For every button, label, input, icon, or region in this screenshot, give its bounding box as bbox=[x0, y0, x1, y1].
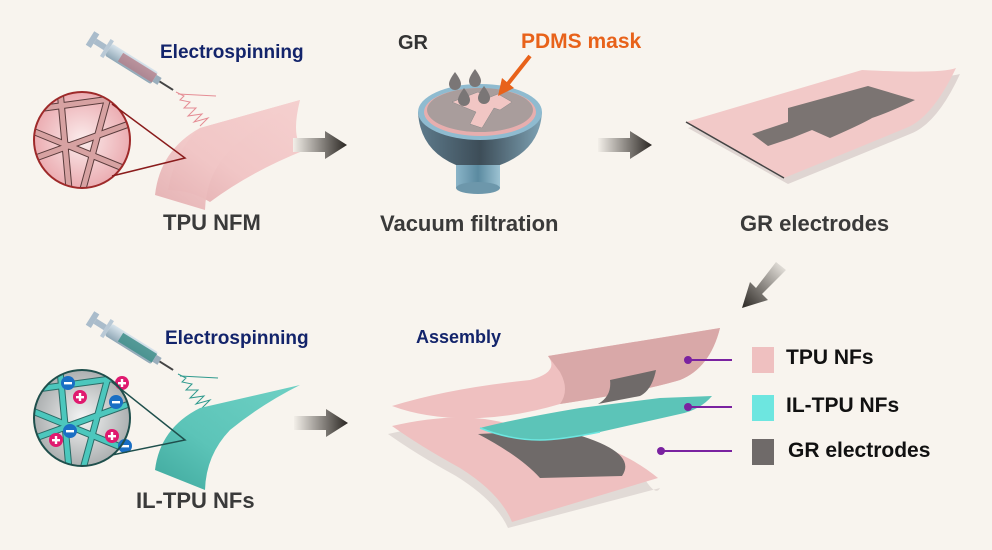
electrospinning-label-top: Electrospinning bbox=[160, 42, 304, 63]
gr-electrode-pattern bbox=[752, 86, 915, 146]
syringe-icon bbox=[85, 31, 174, 91]
process-arrow-icon bbox=[742, 262, 786, 308]
il-tpu-nfs-label: IL-TPU NFs bbox=[136, 488, 255, 513]
legend-label-gr-electrodes: GR electrodes bbox=[788, 439, 931, 462]
il-tpu-fiber-magnified-view bbox=[33, 369, 187, 467]
electrospinning-label-bottom: Electrospinning bbox=[165, 328, 309, 349]
process-arrow-icon bbox=[598, 131, 652, 159]
legend-swatch-tpu bbox=[752, 347, 774, 373]
fiber-jet-pink bbox=[175, 91, 217, 127]
fiber-jet-teal bbox=[177, 373, 219, 409]
legend bbox=[657, 347, 774, 465]
tpu-fiber-magnified-view bbox=[33, 91, 187, 189]
process-arrow-icon bbox=[293, 131, 347, 159]
gr-electrode-sheet bbox=[685, 68, 960, 184]
assembled-device bbox=[388, 328, 720, 528]
il-tpu-nf-sheet bbox=[155, 385, 300, 490]
plus-ion-icon bbox=[49, 376, 129, 447]
process-arrow-icon bbox=[294, 409, 348, 437]
legend-label-il-tpu-nfs: IL-TPU NFs bbox=[786, 394, 900, 417]
droplet-icon bbox=[449, 69, 490, 106]
minus-ion-icon bbox=[61, 376, 132, 453]
legend-connector bbox=[661, 359, 732, 452]
tpu-nfm-sheet bbox=[155, 100, 305, 210]
legend-label-tpu-nfs: TPU NFs bbox=[786, 346, 874, 369]
gr-label: GR bbox=[398, 32, 428, 54]
pdms-pointer-arrow bbox=[498, 54, 532, 96]
legend-swatch-gr bbox=[752, 439, 774, 465]
tpu-nfm-label: TPU NFM bbox=[163, 210, 261, 235]
gr-electrodes-label: GR electrodes bbox=[740, 211, 890, 236]
syringe-icon bbox=[85, 311, 174, 371]
legend-swatch-il-tpu bbox=[752, 395, 774, 421]
assembly-label: Assembly bbox=[416, 327, 502, 347]
vacuum-filtration-label: Vacuum filtration bbox=[380, 211, 559, 236]
pdms-mask-label: PDMS mask bbox=[521, 30, 642, 53]
vacuum-filtration-funnel bbox=[418, 84, 542, 194]
